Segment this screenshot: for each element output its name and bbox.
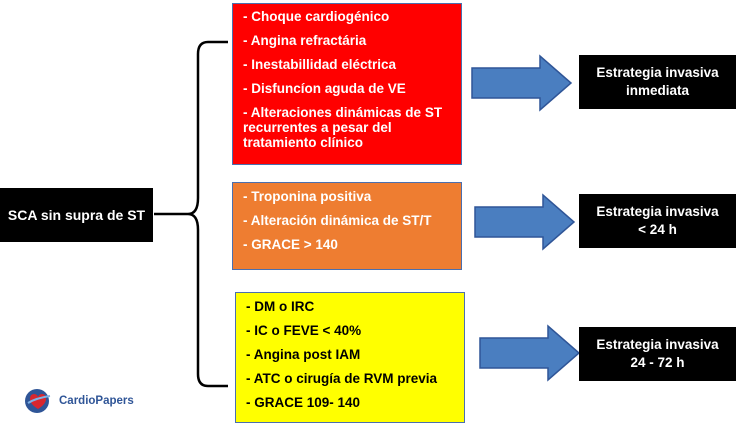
criterion-item: - Disfuncíon aguda de VE (243, 81, 406, 96)
criterion-item: - DM o IRC (246, 299, 315, 314)
arrow-right-icon (471, 54, 573, 112)
criterion-item: - Troponina positiva (243, 189, 372, 204)
logo-text: CardioPapers (59, 395, 134, 407)
strategy-line: < 24 h (638, 222, 677, 237)
early-criteria-box: - Troponina positiva - Alteración dinámi… (232, 182, 462, 270)
criterion-line: - Alteraciones dinámicas de ST (243, 105, 443, 120)
strategy-line: inmediata (625, 83, 690, 98)
arrow-right-icon (474, 193, 576, 251)
criterion-line: recurrentes a pesar del (243, 120, 392, 135)
heart-logo-icon (25, 389, 51, 413)
strategy-line: 24 - 72 h (630, 355, 685, 370)
strategy-line: Estrategia invasiva (596, 204, 719, 219)
criterion-item: - ATC o cirugía de RVM previa (246, 371, 438, 386)
criterion-item: - Inestabillidad eléctrica (243, 57, 397, 72)
brace-connector (154, 40, 228, 388)
strategy-line: Estrategia invasiva (596, 337, 719, 352)
strategy-24h-box: Estrategia invasiva < 24 h (579, 194, 736, 248)
strategy-24-72h-box: Estrategia invasiva 24 - 72 h (579, 327, 736, 381)
root-node: SCA sin supra de ST (0, 188, 153, 242)
criterion-item: - Choque cardiogénico (243, 9, 390, 24)
criterion-item: - IC o FEVE < 40% (246, 323, 362, 338)
criterion-item: - Alteración dinámica de ST/T (243, 213, 432, 228)
criterion-line: tratamiento clínico (243, 135, 364, 150)
immediate-criteria-box: - Choque cardiogénico - Angina refractár… (232, 3, 462, 165)
strategy-line: Estrategia invasiva (596, 65, 719, 80)
criterion-item: - Angina post IAM (246, 347, 361, 362)
strategy-immediate-box: Estrategia invasiva inmediata (579, 55, 736, 109)
criterion-item: - GRACE 109- 140 (246, 395, 361, 410)
criterion-item: - GRACE > 140 (243, 237, 338, 252)
criterion-item-multiline: - Alteraciones dinámicas de ST recurrent… (243, 105, 451, 150)
root-label: SCA sin supra de ST (7, 207, 146, 223)
criterion-item: - Angina refractária (243, 33, 367, 48)
delayed-criteria-box: - DM o IRC - IC o FEVE < 40% - Angina po… (235, 292, 465, 423)
arrow-right-icon (479, 324, 581, 382)
logo: CardioPapers (22, 386, 134, 416)
